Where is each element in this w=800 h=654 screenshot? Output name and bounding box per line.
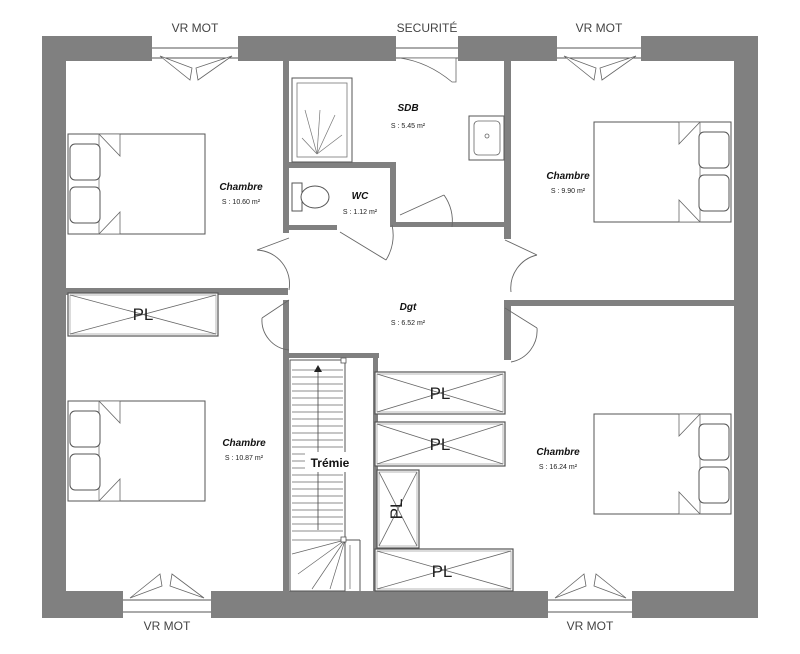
closet-center-3: PL (374, 548, 514, 592)
closet-label: PL (387, 499, 406, 520)
closet-center-1: PL (374, 371, 506, 415)
closet-label: PL (133, 305, 154, 324)
outside-label-bottom-right: VR MOT (567, 619, 614, 633)
closet-label: PL (430, 384, 451, 403)
room-name-dgt: Dgt (400, 302, 417, 313)
window-top-left (152, 36, 238, 81)
closet-center-2: PL (374, 421, 506, 467)
room-name-chambre-bl: Chambre (222, 438, 266, 449)
room-area-chambre-tr: S : 9.90 m² (551, 188, 586, 195)
window-top-center (396, 36, 458, 83)
toilet-icon (291, 182, 330, 212)
outside-label-bottom-left: VR MOT (144, 619, 191, 633)
bed-bottom-right (593, 413, 732, 515)
sink-icon (468, 115, 505, 161)
room-name-sdb: SDB (397, 103, 418, 114)
closet-left: PL (67, 292, 219, 337)
outside-label-top-center: SECURITÉ (397, 20, 458, 35)
room-area-chambre-br: S : 16.24 m² (539, 464, 578, 471)
shower-icon (291, 77, 353, 163)
interior-doors (256, 194, 538, 363)
outside-label-top-right: VR MOT (576, 21, 623, 35)
closet-label: PL (432, 562, 453, 581)
window-top-right (557, 36, 641, 81)
room-area-chambre-bl: S : 10.87 m² (225, 455, 264, 462)
room-name-chambre-tr: Chambre (546, 171, 590, 182)
outside-label-top-left: VR MOT (172, 21, 219, 35)
room-name-tremie: Trémie (311, 456, 350, 470)
bed-bottom-left (67, 400, 206, 502)
room-area-chambre-tl: S : 10.60 m² (222, 199, 261, 206)
room-name-chambre-tl: Chambre (219, 182, 263, 193)
room-area-sdb: S : 5.45 m² (391, 123, 426, 130)
room-name-wc: WC (352, 191, 369, 202)
bed-top-left (67, 133, 206, 235)
room-name-chambre-br: Chambre (536, 447, 580, 458)
interior-walls (66, 61, 734, 591)
closet-vertical: PL (376, 469, 420, 549)
room-area-wc: S : 1.12 m² (343, 209, 378, 216)
window-bottom-left (123, 573, 211, 618)
closet-label: PL (430, 435, 451, 454)
bed-top-right (593, 121, 732, 223)
room-area-dgt: S : 6.52 m² (391, 320, 426, 327)
staircase (289, 357, 361, 592)
window-bottom-right (548, 573, 632, 618)
